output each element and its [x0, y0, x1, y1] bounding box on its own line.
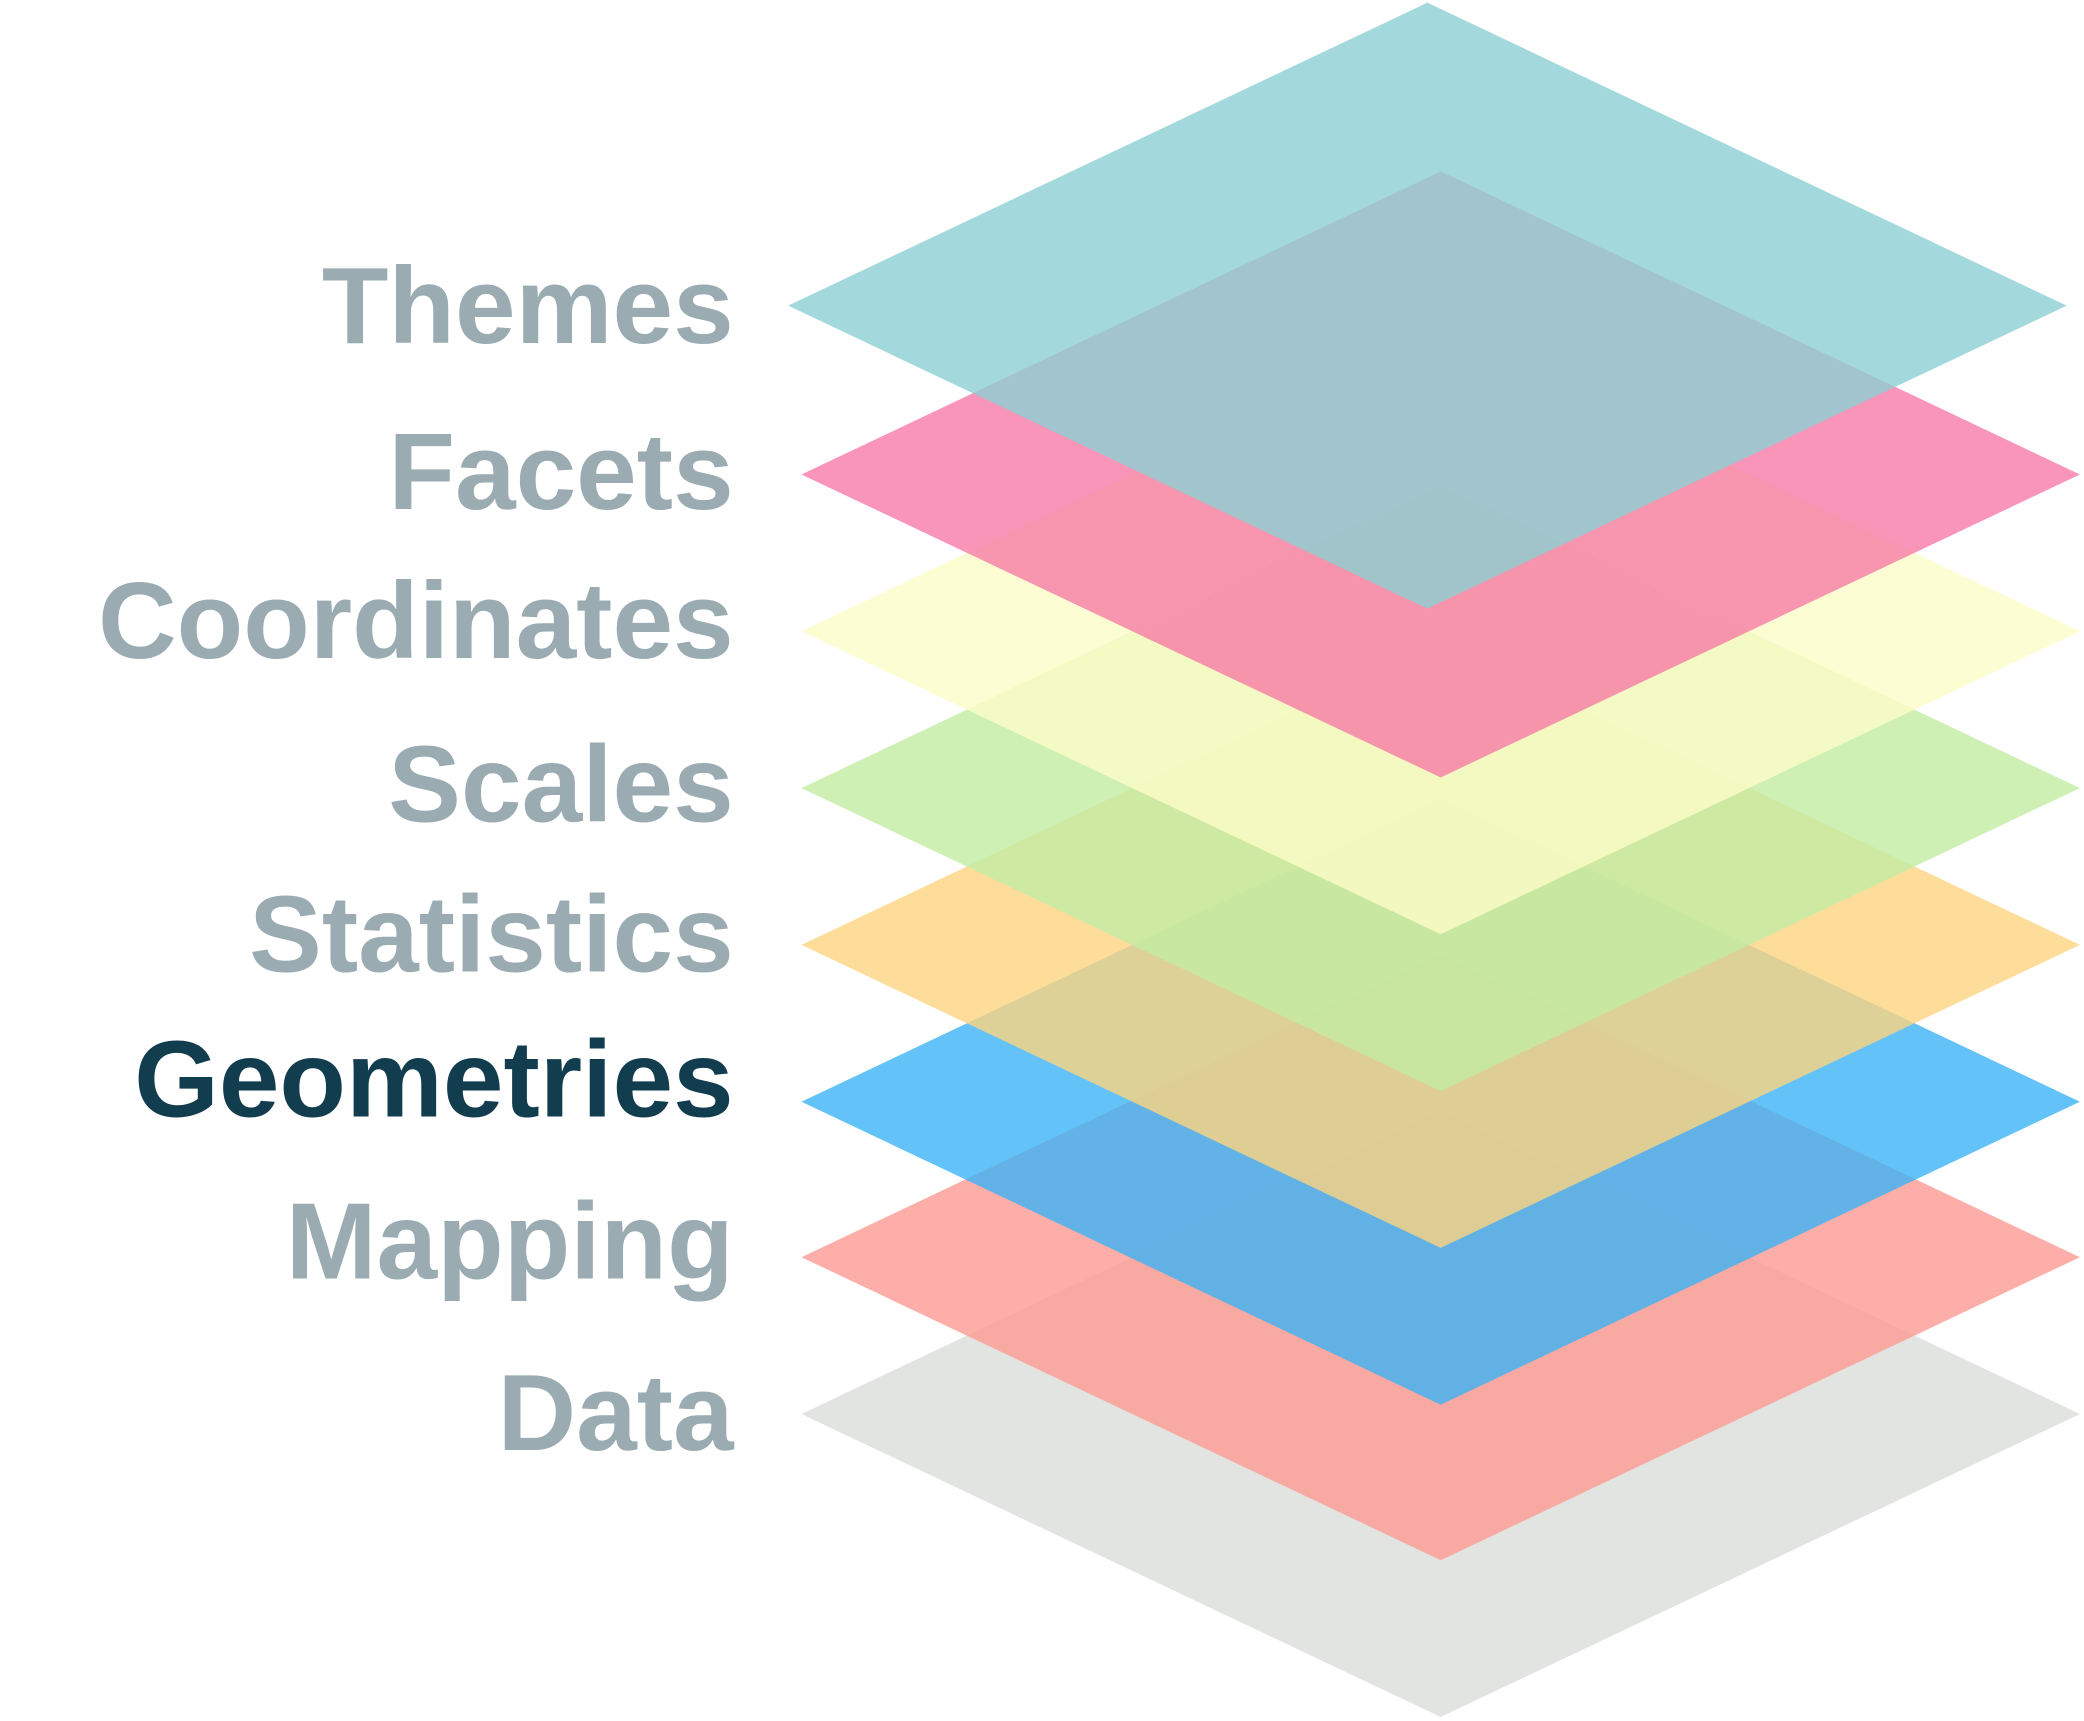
label-facets: Facets — [388, 411, 733, 533]
layer-labels: Data Mapping Geometries Statistics Scales Coo… — [98, 245, 735, 1474]
label-geometries: Geometries — [134, 1018, 734, 1140]
label-statistics: Statistics — [249, 873, 734, 995]
label-coordinates: Coordinates — [98, 560, 734, 682]
layer-planes — [788, 2, 2080, 1718]
label-themes: Themes — [322, 245, 734, 367]
plane-themes — [788, 2, 2067, 609]
label-data: Data — [497, 1352, 735, 1474]
label-mapping: Mapping — [286, 1180, 734, 1302]
label-scales: Scales — [388, 723, 733, 845]
